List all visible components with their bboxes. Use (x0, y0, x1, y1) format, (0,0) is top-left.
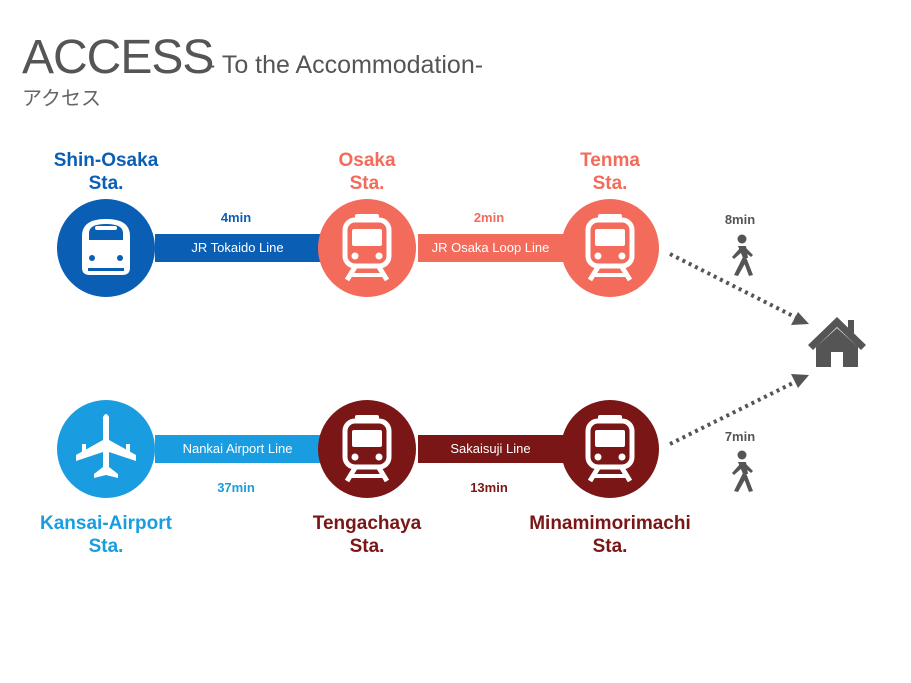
walk-arrow-bottom (669, 374, 809, 446)
line-label-jr-osaka-loop: JR Osaka Loop Line (431, 240, 550, 255)
time-jr-tokaido: 4min (220, 210, 252, 225)
time-sakaisuji: 13min (470, 480, 508, 495)
tengachaya-station-node (318, 400, 416, 498)
station-name-osaka: Osaka Sta. (338, 150, 396, 194)
page-title: ACCESS (22, 31, 214, 84)
jr-osaka-loop-line-bar (418, 234, 563, 262)
walk-time-top: 8min (724, 212, 756, 227)
walking-person-icon (732, 234, 753, 276)
time-nankai-airport: 37min (217, 480, 255, 495)
page-subtitle: - To the Accommodation- (207, 51, 484, 79)
station-name-tengachaya: Tengachaya Sta. (312, 513, 422, 557)
osaka-station-node (318, 199, 416, 297)
station-name-kansai-airport: Kansai-Airport Sta. (40, 513, 172, 557)
kansai-airport-station-node (57, 400, 155, 498)
walk-arrow-top (669, 252, 809, 325)
line-label-jr-tokaido: JR Tokaido Line (191, 240, 284, 255)
jr-tokaido-line-bar (155, 234, 320, 262)
walking-person-icon (732, 450, 753, 492)
time-jr-osaka-loop: 2min (473, 210, 505, 225)
nankai-airport-line-bar (155, 435, 320, 463)
walk-time-bottom: 7min (724, 429, 756, 444)
station-name-minamimorimachi: Minamimorimachi Sta. (529, 513, 691, 557)
airplane-icon (76, 414, 136, 478)
minamimorimachi-station-node (561, 400, 659, 498)
station-name-tenma: Tenma Sta. (580, 150, 640, 194)
shin-osaka-station-node (57, 199, 155, 297)
sakaisuji-line-bar (418, 435, 563, 463)
line-label-sakaisuji: Sakaisuji Line (450, 441, 531, 456)
station-name-shin-osaka: Shin-Osaka Sta. (53, 150, 159, 194)
house-icon (808, 317, 866, 367)
tenma-station-node (561, 199, 659, 297)
bullet-train-icon (82, 219, 130, 275)
line-label-nankai-airport: Nankai Airport Line (182, 441, 293, 456)
page-title-japanese: アクセス (22, 86, 101, 110)
